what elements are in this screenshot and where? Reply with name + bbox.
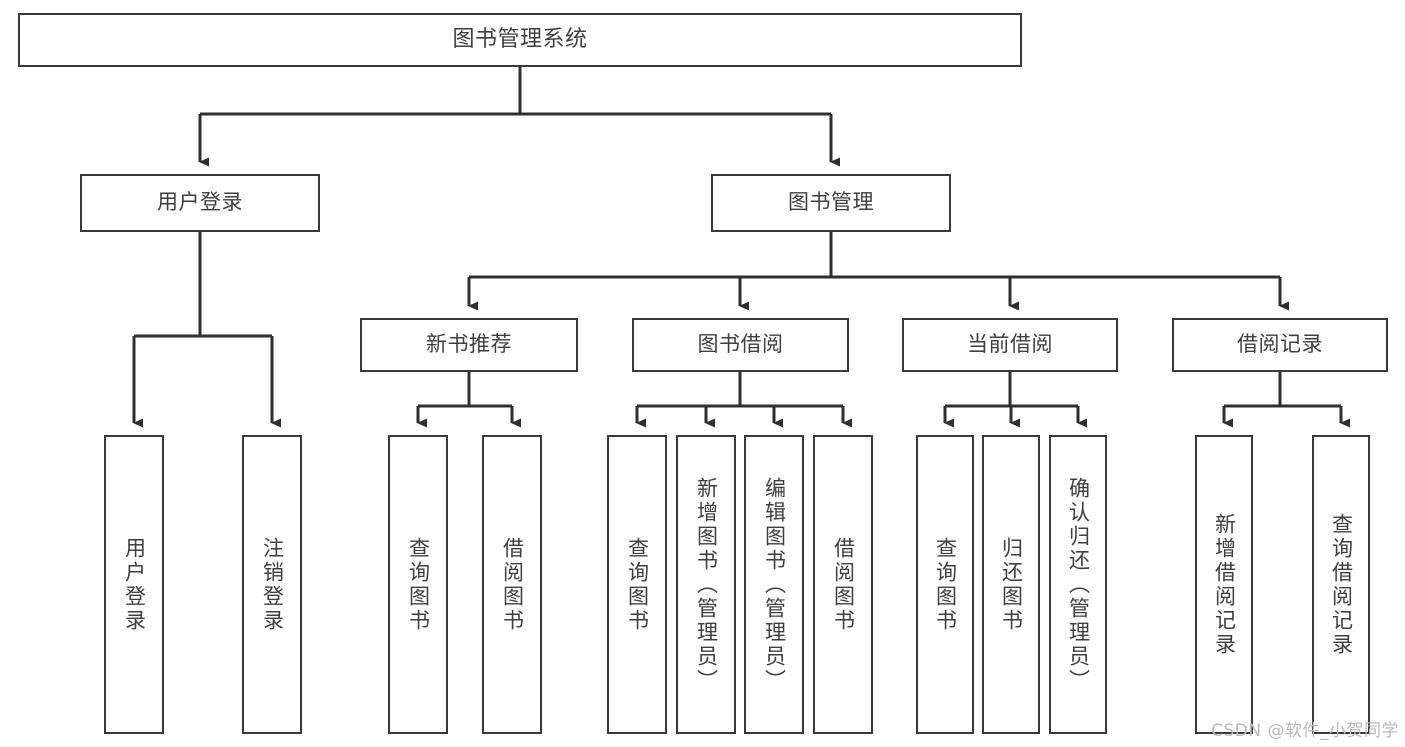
node-current-borrow-label: 当前借阅 bbox=[967, 332, 1053, 357]
leaf-node[interactable]: 新增借阅记录 bbox=[1195, 435, 1253, 734]
leaf-node[interactable]: 确认归还（管理员） bbox=[1049, 435, 1107, 734]
node-book-borrow-label: 图书借阅 bbox=[697, 332, 784, 357]
leaf-node[interactable]: 编辑图书（管理员） bbox=[744, 435, 804, 734]
leaf-node[interactable]: 查询图书 bbox=[607, 435, 667, 734]
node-book-management[interactable]: 图书管理 bbox=[711, 174, 951, 232]
leaf-node-label: 注销登录 bbox=[260, 536, 285, 633]
leaf-node-label: 确认归还（管理员） bbox=[1066, 476, 1091, 693]
node-new-book-recommend-label: 新书推荐 bbox=[426, 332, 512, 357]
leaf-node-label: 查询图书 bbox=[406, 536, 431, 633]
leaf-node[interactable]: 新增图书（管理员） bbox=[676, 435, 736, 734]
node-root-label: 图书管理系统 bbox=[452, 26, 588, 52]
leaf-node[interactable]: 归还图书 bbox=[982, 435, 1040, 734]
leaf-node[interactable]: 借阅图书 bbox=[482, 435, 542, 734]
leaf-node-label: 查询图书 bbox=[933, 536, 958, 633]
csdn-watermark: CSDN @软件_小贺同学 bbox=[1211, 721, 1399, 741]
node-book-management-label: 图书管理 bbox=[788, 190, 874, 215]
node-root[interactable]: 图书管理系统 bbox=[18, 13, 1022, 67]
leaf-node[interactable]: 注销登录 bbox=[242, 435, 302, 734]
leaf-node[interactable]: 借阅图书 bbox=[813, 435, 873, 734]
node-book-borrow[interactable]: 图书借阅 bbox=[632, 318, 849, 372]
leaf-node[interactable]: 查询图书 bbox=[388, 435, 448, 734]
leaf-node-label: 查询图书 bbox=[625, 536, 650, 633]
node-borrow-record-label: 借阅记录 bbox=[1237, 332, 1323, 357]
leaf-node-label: 新增图书（管理员） bbox=[694, 476, 719, 693]
leaf-node[interactable]: 查询借阅记录 bbox=[1312, 435, 1370, 734]
leaf-node-label: 查询借阅记录 bbox=[1329, 512, 1354, 657]
node-current-borrow[interactable]: 当前借阅 bbox=[902, 318, 1118, 372]
node-user-login[interactable]: 用户登录 bbox=[80, 174, 320, 232]
node-user-login-label: 用户登录 bbox=[157, 190, 243, 215]
leaf-node-label: 用户登录 bbox=[122, 536, 147, 633]
leaf-node[interactable]: 查询图书 bbox=[916, 435, 974, 734]
leaf-node-label: 新增借阅记录 bbox=[1212, 512, 1237, 657]
leaf-node[interactable]: 用户登录 bbox=[104, 435, 164, 734]
leaf-node-label: 编辑图书（管理员） bbox=[762, 476, 787, 693]
node-borrow-record[interactable]: 借阅记录 bbox=[1172, 318, 1388, 372]
leaf-node-label: 借阅图书 bbox=[831, 536, 856, 633]
leaf-node-label: 归还图书 bbox=[999, 536, 1024, 633]
node-new-book-recommend[interactable]: 新书推荐 bbox=[360, 318, 578, 372]
leaf-node-label: 借阅图书 bbox=[500, 536, 525, 633]
